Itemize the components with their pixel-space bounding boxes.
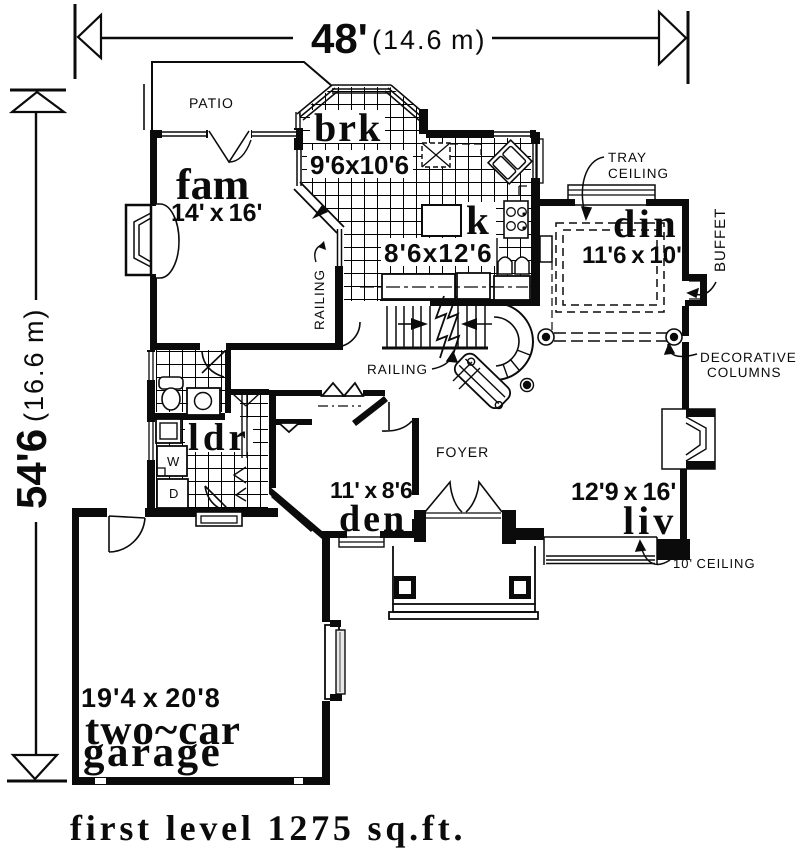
svg-text:ldr: ldr <box>188 416 250 459</box>
svg-text:11' x 8'6: 11' x 8'6 <box>330 477 413 503</box>
svg-text:11'6 x 10': 11'6 x 10' <box>582 242 682 269</box>
svg-text:48': 48' <box>311 15 368 62</box>
svg-text:D: D <box>169 486 179 501</box>
svg-text:PATIO: PATIO <box>189 95 234 111</box>
svg-text:COLUMNS: COLUMNS <box>707 365 782 380</box>
svg-text:FOYER: FOYER <box>436 444 489 460</box>
svg-text:RAILING: RAILING <box>367 362 428 377</box>
svg-text:10' CEILING: 10' CEILING <box>673 556 756 571</box>
svg-text:DECORATIVE: DECORATIVE <box>700 350 797 365</box>
svg-text:first level 1275 sq.ft.: first level 1275 sq.ft. <box>70 808 466 848</box>
svg-text:liv: liv <box>623 498 677 543</box>
svg-text:garage: garage <box>83 729 222 776</box>
svg-text:BUFFET: BUFFET <box>712 208 729 272</box>
svg-text:19'4 x 20'8: 19'4 x 20'8 <box>81 683 221 713</box>
svg-text:9'6x10'6: 9'6x10'6 <box>310 150 409 180</box>
svg-text:12'9 x 16': 12'9 x 16' <box>571 478 676 506</box>
svg-text:8'6x12'6: 8'6x12'6 <box>384 238 493 268</box>
svg-text:CEILING: CEILING <box>608 166 669 181</box>
svg-text:din: din <box>613 201 679 246</box>
svg-text:k: k <box>466 197 489 243</box>
svg-text:RAILING: RAILING <box>312 269 327 330</box>
svg-text:(14.6 m): (14.6 m) <box>372 25 486 55</box>
svg-text:TRAY: TRAY <box>608 150 647 165</box>
svg-text:two~car: two~car <box>85 707 241 754</box>
svg-text:14' x 16': 14' x 16' <box>171 199 262 227</box>
svg-text:54'6: 54'6 <box>8 429 55 509</box>
svg-text:W: W <box>167 454 180 469</box>
svg-text:(16.6 m): (16.6 m) <box>19 308 49 422</box>
svg-text:brk: brk <box>314 105 382 150</box>
svg-text:den: den <box>339 498 407 540</box>
svg-text:fam: fam <box>176 160 249 209</box>
